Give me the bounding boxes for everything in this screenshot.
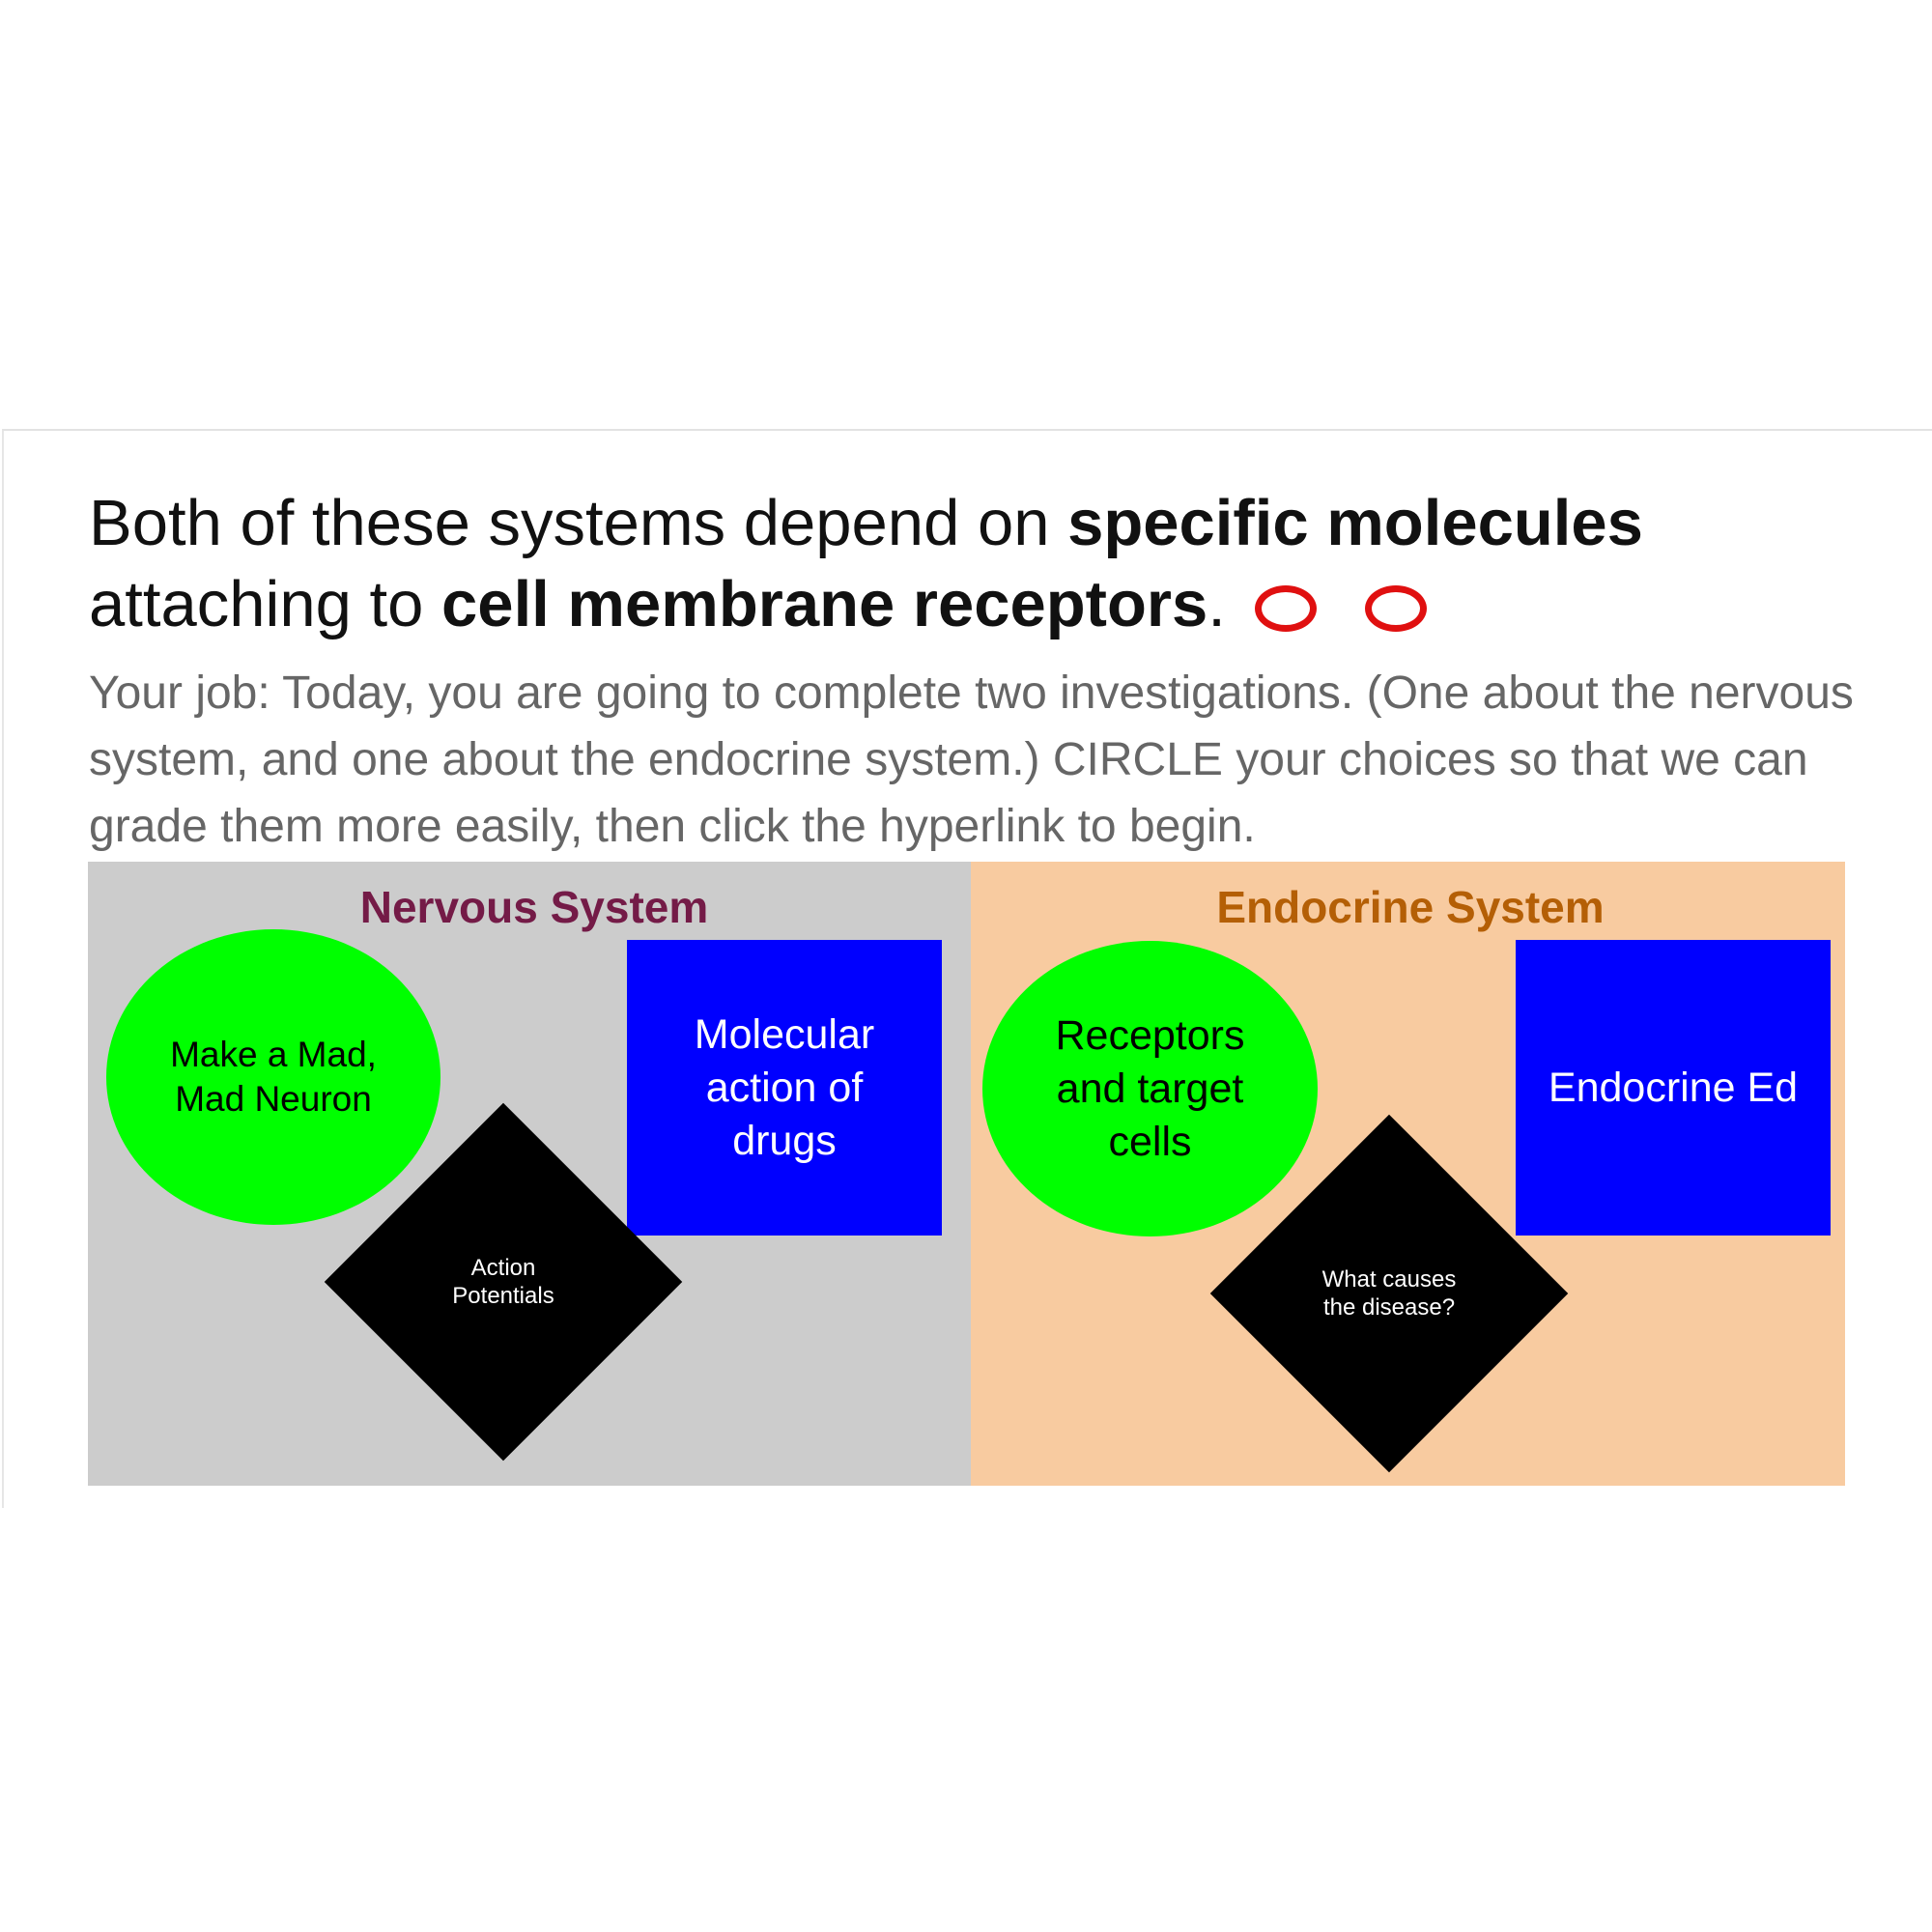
red-circle-icon bbox=[1254, 585, 1317, 632]
action-potentials-label: Action Potentials bbox=[452, 1255, 554, 1309]
endocrine-system-panel: Endocrine System Receptors and target ce… bbox=[971, 862, 1845, 1486]
slide-title: Both of these systems depend on specific… bbox=[89, 483, 1828, 645]
endocrine-system-title-text: Endocrine System bbox=[1216, 882, 1605, 932]
title-text-2: attaching to bbox=[89, 568, 442, 640]
molecular-action-drugs-link[interactable]: Molecular action of drugs bbox=[627, 940, 942, 1236]
receptors-target-cells-label: Receptors and target cells bbox=[1055, 1011, 1245, 1165]
action-potentials-diamond-link[interactable]: Action Potentials bbox=[324, 1102, 683, 1462]
instructions-text: Your job: Today, you are going to comple… bbox=[89, 668, 1854, 852]
endocrine-ed-link[interactable]: Endocrine Ed bbox=[1516, 940, 1831, 1236]
disease-cause-label: What causes the disease? bbox=[1321, 1266, 1457, 1321]
disease-cause-diamond-link[interactable]: What causes the disease? bbox=[1209, 1114, 1569, 1473]
title-bold-1: specific molecules bbox=[1067, 487, 1643, 559]
molecular-action-label: Molecular action of drugs bbox=[694, 1010, 875, 1164]
receptors-target-cells-circle-link[interactable]: Receptors and target cells bbox=[982, 941, 1318, 1236]
make-neuron-label: Make a Mad, Mad Neuron bbox=[170, 1035, 377, 1119]
nervous-system-title-text: Nervous System bbox=[359, 882, 709, 932]
red-circle-icon bbox=[1364, 585, 1427, 632]
title-text-1: Both of these systems depend on bbox=[89, 487, 1068, 559]
nervous-system-panel: Nervous System Make a Mad, Mad Neuron Mo… bbox=[88, 862, 971, 1486]
endocrine-ed-label: Endocrine Ed bbox=[1548, 1064, 1799, 1111]
title-bold-2: cell membrane receptors bbox=[441, 568, 1208, 640]
title-text-3: . bbox=[1208, 568, 1226, 640]
make-neuron-circle-link[interactable]: Make a Mad, Mad Neuron bbox=[106, 929, 440, 1225]
